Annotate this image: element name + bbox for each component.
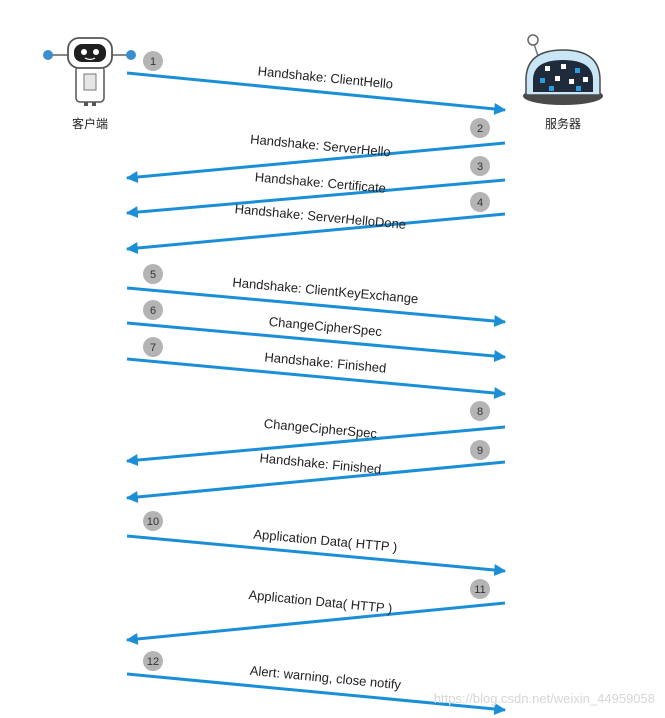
step-badge [470, 579, 490, 599]
message-9: Handshake: Finished 9 [125, 440, 506, 503]
message-label: Handshake: Certificate [254, 169, 386, 195]
step-badge [470, 401, 490, 421]
robot-icon [43, 37, 136, 106]
step-number: 12 [147, 656, 159, 668]
step-number: 11 [474, 584, 485, 596]
arrow-1 [126, 71, 507, 115]
message-5: Handshake: ClientKeyExchange 5 [126, 264, 507, 328]
step-number: 10 [147, 516, 159, 528]
message-3: Handshake: Certificate 3 [125, 156, 506, 219]
step-number: 6 [150, 305, 156, 317]
message-label: Handshake: Finished [264, 349, 387, 375]
message-10: Application Data( HTTP )10 [126, 511, 507, 576]
step-number: 2 [477, 123, 483, 135]
arrow-9 [125, 460, 506, 503]
step-number: 5 [150, 269, 156, 281]
arrow-11 [125, 601, 506, 645]
step-number: 1 [150, 56, 156, 68]
step-number: 9 [477, 445, 483, 457]
arrow-4 [125, 212, 506, 254]
step-number: 7 [150, 342, 156, 354]
arrow-2 [125, 141, 506, 183]
step-badge [143, 651, 163, 671]
message-7: Handshake: Finished 7 [126, 337, 507, 399]
message-label: ChangeCipherSpec [268, 314, 383, 339]
arrow-12 [126, 672, 507, 715]
step-badge [470, 118, 490, 138]
step-badge [143, 264, 163, 284]
arrow-5 [126, 286, 507, 328]
message-label: Application Data( HTTP ) [248, 587, 393, 616]
watermark: https://blog.csdn.net/weixin_44959058 [434, 691, 655, 706]
client-label: 客户端 [72, 116, 108, 131]
message-2: Handshake: ServerHello 2 [125, 118, 506, 183]
step-badge [470, 156, 490, 176]
message-8: ChangeCipherSpec 8 [125, 401, 506, 467]
server-label: 服务器 [545, 116, 581, 131]
step-number: 8 [477, 406, 483, 418]
message-11: Application Data( HTTP ) 11 [125, 579, 506, 645]
step-number: 3 [477, 161, 483, 173]
message-6: ChangeCipherSpec 6 [126, 300, 507, 363]
message-label: Handshake: Finished [259, 450, 382, 477]
step-badge [143, 337, 163, 357]
step-badge [470, 440, 490, 460]
message-label: Handshake: ClientKeyExchange [232, 275, 419, 307]
step-badge [143, 300, 163, 320]
arrow-3 [125, 178, 506, 219]
server-robot-icon [523, 34, 603, 105]
message-label: Handshake: ServerHello [250, 132, 392, 160]
arrow-6 [126, 321, 507, 363]
step-badge [143, 511, 163, 531]
arrow-10 [126, 534, 507, 576]
arrow-8 [125, 425, 506, 467]
step-badge [143, 51, 163, 71]
step-number: 4 [477, 197, 483, 209]
arrow-7 [126, 357, 507, 399]
message-4: Handshake: ServerHelloDone 4 [125, 192, 506, 254]
message-label: ChangeCipherSpec [263, 416, 378, 441]
message-label: Handshake: ServerHelloDone [234, 201, 407, 232]
step-badge [470, 192, 490, 212]
